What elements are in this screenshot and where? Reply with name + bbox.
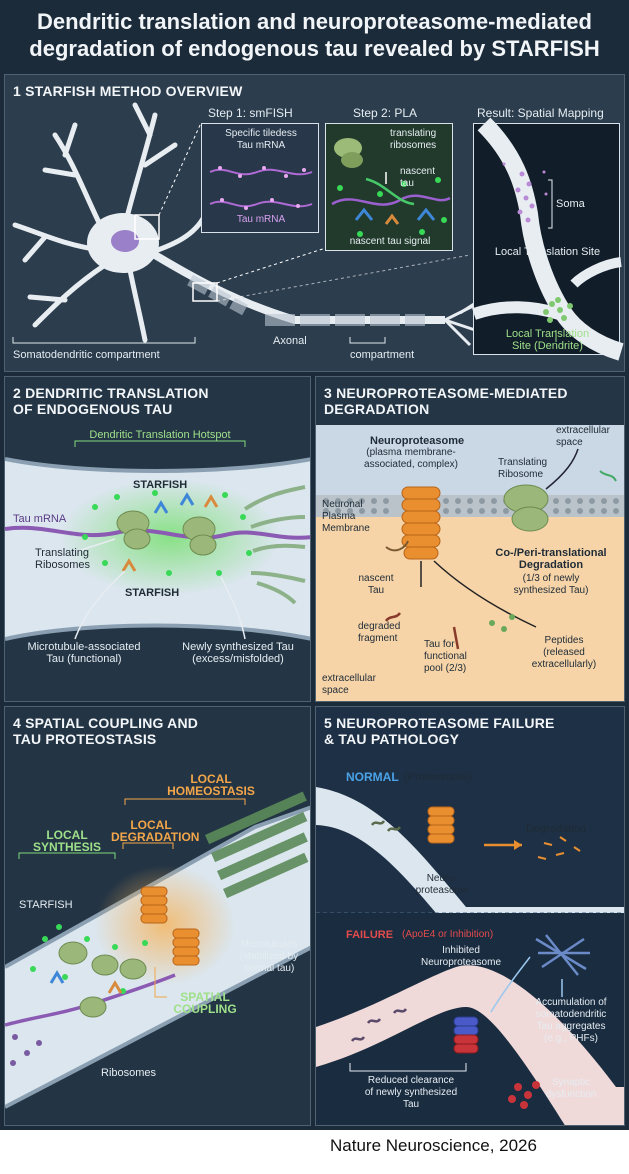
normal-label: NORMAL: [346, 770, 399, 784]
degraded-fragment-label: degraded fragment: [358, 621, 401, 644]
spatial-coupling-illustration: [5, 791, 310, 1109]
neuroproteasome-label: Neuroproteasome: [370, 435, 465, 447]
result-box: Soma Local Translation Site Local Transl…: [472, 117, 624, 361]
panel-neuroproteasome-degradation: 3 NEUROPROTEASOME-MEDIATED DEGRADATION N…: [315, 376, 625, 702]
synaptic-label: Synaptic dysfunction: [545, 1077, 597, 1100]
ribosomes-label: Ribosomes: [101, 1067, 157, 1079]
degradation-label: Degradation: [526, 823, 586, 835]
step1-text: Specific tiledess Tau mRNA: [225, 128, 297, 151]
microtubules-label: Microtubules (stabilized by normal tau): [239, 939, 299, 974]
compartment-label: compartment: [350, 349, 415, 361]
panel-dendritic-translation: 2 DENDRITIC TRANSLATION OF ENDOGENOUS TA…: [4, 376, 311, 702]
journal-credit: Nature Neuroscience, 2026: [330, 1136, 537, 1155]
translating-ribosomes-label: Translating Ribosomes: [35, 547, 91, 571]
figure-title: Dendritic translation and neuroproteasom…: [29, 9, 600, 61]
translating-ribosome-label: Translating Ribosome: [498, 457, 548, 480]
normal-sub: (Proteostasis): [404, 771, 472, 783]
result-local-site: Local Translation Site: [494, 246, 601, 258]
step2-nascent: nascent tau: [400, 166, 436, 189]
panel2-heading: 2 DENDRITIC TRANSLATION OF ENDOGENOUS TA…: [13, 385, 209, 417]
panel3-heading: 3 NEUROPROTEASOME-MEDIATED DEGRADATION: [324, 385, 568, 417]
extracellular-bottom-label: extracellular space: [322, 673, 376, 696]
failure-sub: (ApoE4 or Inhibition): [402, 929, 494, 940]
step2-title: Step 2: PLA: [353, 106, 418, 120]
neuron-illustration: [12, 102, 486, 347]
tau-pool-label: Tau for functional pool (2/3): [424, 639, 467, 674]
dendrite-translation-illustration: [5, 440, 310, 641]
panel1-heading: 1 STARFISH METHOD OVERVIEW: [13, 83, 243, 99]
neuroproteasome-sub: (plasma membrane- associated, complex): [364, 447, 458, 470]
plasma-membrane-label: Neuronal Plasma Membrane: [322, 499, 370, 534]
starfish-bottom-label: STARFISH: [125, 587, 180, 599]
starfish-top-label: STARFISH: [133, 479, 188, 491]
reduced-clearance-label: Reduced clearance of newly synthesized T…: [364, 1075, 458, 1110]
step1-label: Tau mRNA: [236, 214, 286, 225]
newly-synthesized-label: Newly synthesized Tau (excess/misfolded): [182, 641, 294, 665]
panel-spatial-coupling: 4 SPATIAL COUPLING AND TAU PROTEOSTASIS …: [4, 706, 311, 1126]
spatial-coupling-label: SPATIAL COUPLING: [173, 990, 237, 1016]
panel-method-overview: 1 STARFISH METHOD OVERVIEW Step 1: smFIS…: [4, 74, 625, 372]
local-synthesis-label: LOCAL SYNTHESIS: [32, 828, 101, 854]
axonal-label: Axonal: [273, 335, 307, 347]
neuro-proteasome-label: Neuro- proteasome: [415, 873, 469, 896]
starfish-label: STARFISH: [19, 899, 73, 911]
hotspot-label: Dendritic Translation Hotspot: [89, 429, 231, 441]
panel-proteasome-failure: 5 NEUROPROTEASOME FAILURE & TAU PATHOLOG…: [315, 706, 625, 1126]
somato-label: Somatodendritic compartment: [13, 349, 160, 361]
step2-box: translating ribosomes nascent tau nascen…: [325, 123, 453, 251]
accumulation-label: Accumulation of somatodendritic Tau aggr…: [535, 997, 607, 1044]
step2-signal: nascent tau signal: [349, 236, 431, 247]
coperi-sub: (1/3 of newly synthesized Tau): [513, 573, 589, 596]
microtubule-tau-label: Microtubule-associated Tau (functional): [27, 641, 141, 665]
nascent-tau-label: nascent Tau: [358, 573, 394, 596]
tau-mrna-label: Tau mRNA: [13, 513, 67, 525]
result-title: Result: Spatial Mapping: [477, 106, 604, 120]
panel4-heading: 4 SPATIAL COUPLING AND TAU PROTEOSTASIS: [13, 715, 199, 747]
local-homeostasis-label: LOCAL HOMEOSTASIS: [167, 772, 255, 798]
result-soma: Soma: [556, 198, 585, 210]
coperi-label: Co-/Peri-translational Degradation: [495, 547, 607, 571]
step1-title: Step 1: smFISH: [208, 106, 293, 120]
step1-box: Specific tiledess Tau mRNA Tau mRNA: [201, 123, 319, 233]
inhibited-label: Inhibited Neuroproteasome: [420, 945, 502, 968]
neuroproteasome-illustration: [316, 425, 624, 701]
peptides-label: Peptides (released extracellularly): [531, 635, 597, 670]
local-degradation-label: LOCAL DEGRADATION: [111, 818, 200, 844]
panel5-heading: 5 NEUROPROTEASOME FAILURE & TAU PATHOLOG…: [324, 715, 555, 747]
failure-illustration: [316, 787, 624, 1125]
extracellular-top-label: extracellular space: [556, 425, 610, 448]
result-dendrite: Local Translation Site (Dendrite): [505, 328, 590, 352]
failure-label: FAILURE: [346, 929, 394, 941]
step2-translating: translating ribosomes: [390, 128, 437, 151]
